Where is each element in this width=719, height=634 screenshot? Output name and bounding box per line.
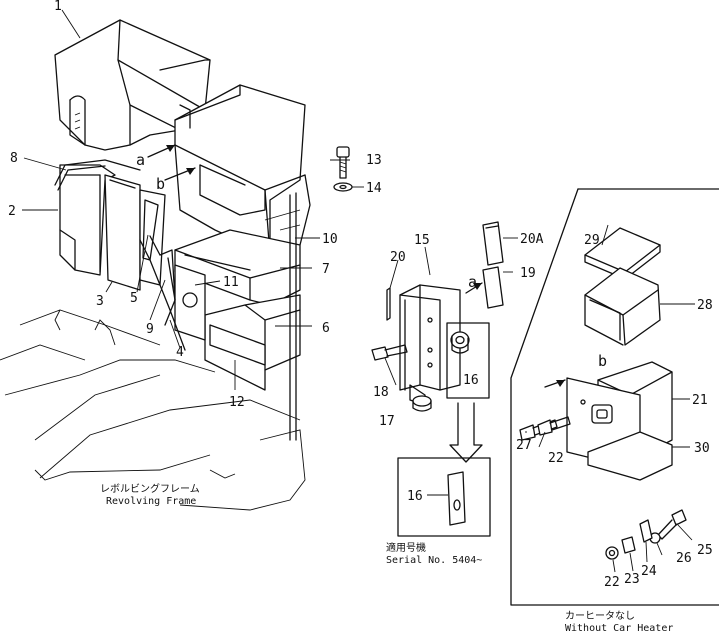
label-part-14: 14	[366, 181, 382, 196]
part-5-panel	[139, 189, 166, 286]
part-22-nut	[605, 546, 619, 560]
caption-serial-en: Serial No. 5404~	[386, 555, 482, 566]
part-17-grommet	[412, 395, 432, 412]
part-13-bolt	[336, 146, 350, 179]
label-part-24: 24	[641, 564, 657, 579]
label-part-12: 12	[229, 395, 245, 410]
label-part-2: 2	[8, 204, 16, 219]
label-part-5: 5	[130, 291, 138, 306]
part-12-plate	[209, 324, 266, 366]
label-part-4: 4	[176, 345, 184, 360]
label-part-11: 11	[223, 275, 239, 290]
caption-serial-jp: 適用号機	[386, 541, 426, 554]
label-part-10: 10	[322, 232, 338, 247]
part-9-bracket	[159, 249, 176, 326]
part-23-nut	[621, 536, 636, 554]
label-part-26: 26	[676, 551, 692, 566]
part-20-strip	[386, 287, 391, 321]
label-part-25: 25	[697, 543, 713, 558]
label-part-21: 21	[692, 393, 708, 408]
revolving-frame	[0, 309, 306, 511]
label-part-15: 15	[414, 233, 430, 248]
caption-heater-jp: カーヒータなし	[565, 610, 635, 622]
arrow-a-right	[465, 282, 483, 294]
callout-leaders	[22, 9, 695, 573]
part-1-top-cover	[54, 19, 211, 151]
label-part-17: 17	[379, 414, 395, 429]
label-part-22-top: 22	[548, 451, 564, 466]
caption-revolving-frame-en: Revolving Frame	[106, 496, 196, 507]
label-part-29: 29	[584, 233, 600, 248]
part-14-washer	[333, 182, 353, 192]
label-part-20a: 20A	[520, 232, 544, 247]
serial-detail-box	[397, 457, 491, 537]
part-18-bolt	[371, 344, 408, 361]
label-part-22-bottom: 22	[604, 575, 620, 590]
label-part-3: 3	[96, 294, 104, 309]
part-19-pad	[482, 266, 504, 309]
arrow-b-right	[544, 379, 566, 388]
part-8-seal	[54, 159, 141, 191]
detail-box-16	[446, 322, 490, 399]
label-part-18: 18	[373, 385, 389, 400]
arrow-letter-b-right: b	[598, 352, 607, 370]
part-10-box	[174, 84, 311, 256]
arrow-a-left	[147, 144, 176, 158]
part-11-plate	[174, 264, 206, 341]
heater-detail-frame	[510, 188, 719, 606]
part-28-cover	[584, 267, 661, 346]
part-15-bracket	[399, 284, 461, 406]
label-part-16-serial: 16	[407, 489, 423, 504]
label-part-1: 1	[54, 0, 62, 14]
label-part-28: 28	[697, 298, 713, 313]
label-part-23: 23	[624, 572, 640, 587]
label-part-27: 27	[516, 438, 532, 453]
label-part-7: 7	[322, 262, 330, 277]
label-part-9: 9	[146, 322, 154, 337]
label-part-8: 8	[10, 151, 18, 166]
label-part-19: 19	[520, 266, 536, 281]
arrow-b-left	[164, 167, 196, 181]
label-part-16: 16	[463, 373, 479, 388]
part-3-panel	[104, 174, 141, 291]
part-30-pad	[587, 431, 673, 481]
caption-heater-en: Without Car Heater	[565, 623, 673, 634]
label-part-13: 13	[366, 153, 382, 168]
part-24-clip	[639, 519, 653, 543]
part-25-bolt	[657, 509, 687, 540]
caption-revolving-frame-jp: レボルビングフレーム	[100, 482, 200, 495]
arrow-down	[449, 402, 483, 463]
label-part-30: 30	[694, 441, 710, 456]
part-22-bolt	[537, 416, 571, 436]
arrow-letter-b-left: b	[156, 175, 165, 193]
label-part-20: 20	[390, 250, 406, 265]
arrow-letter-a-right: a	[468, 273, 477, 291]
part-20a-pad	[482, 221, 504, 266]
label-part-6: 6	[322, 321, 330, 336]
arrow-letter-a-left: a	[136, 151, 145, 169]
hole-icon	[182, 292, 198, 308]
